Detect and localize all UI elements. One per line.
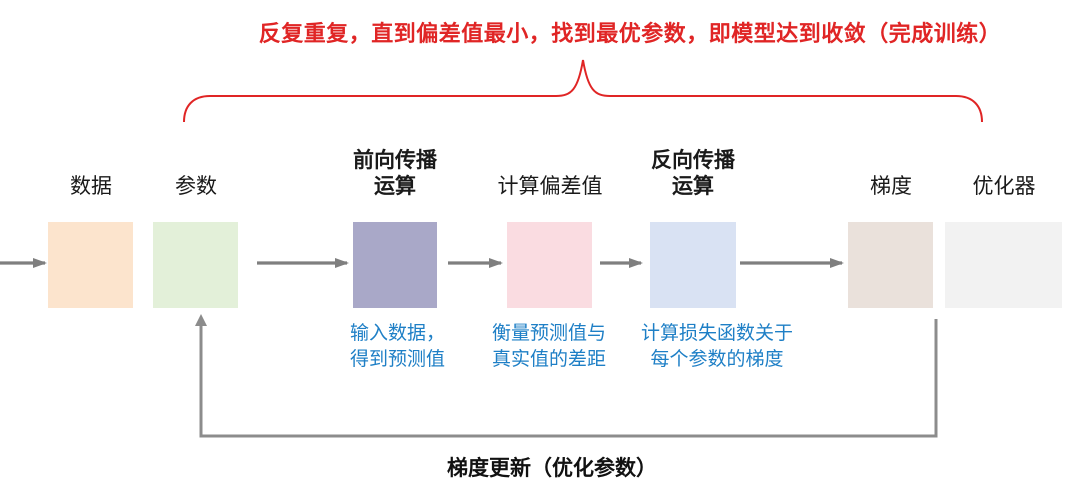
note-forward: 输入数据， 得到预测值 — [350, 323, 446, 370]
stage-label-optimizer: 优化器 — [972, 175, 1036, 198]
feedback-loop-arrow — [195, 314, 938, 438]
stage-label-gradient: 梯度 — [870, 175, 912, 198]
stage-box-gradient — [848, 222, 933, 308]
stage-label-data: 数据 — [70, 175, 112, 198]
stage-label-params: 参数 — [175, 175, 217, 198]
repeat-brace — [183, 59, 983, 123]
stage-box-params — [153, 222, 238, 308]
stage-box-forward — [353, 222, 437, 308]
stage-label-backward: 反向传播 运算 — [651, 149, 735, 198]
note-backward: 计算损失函数关于 每个参数的梯度 — [640, 323, 793, 370]
stage-box-optimizer — [945, 222, 1062, 308]
stage-box-data — [48, 222, 133, 308]
loop-title: 反复重复，直到偏差值最小，找到最优参数，即模型达到收敛（完成训练） — [258, 21, 1002, 46]
gradient-update-label: 梯度更新（优化参数） — [447, 457, 657, 480]
stage-box-backward — [650, 222, 736, 308]
stage-label-loss: 计算偏差值 — [497, 175, 603, 198]
stage-label-forward: 前向传播 运算 — [353, 149, 437, 198]
stage-box-loss — [507, 222, 592, 308]
note-loss: 衡量预测值与 真实值的差距 — [491, 323, 606, 370]
